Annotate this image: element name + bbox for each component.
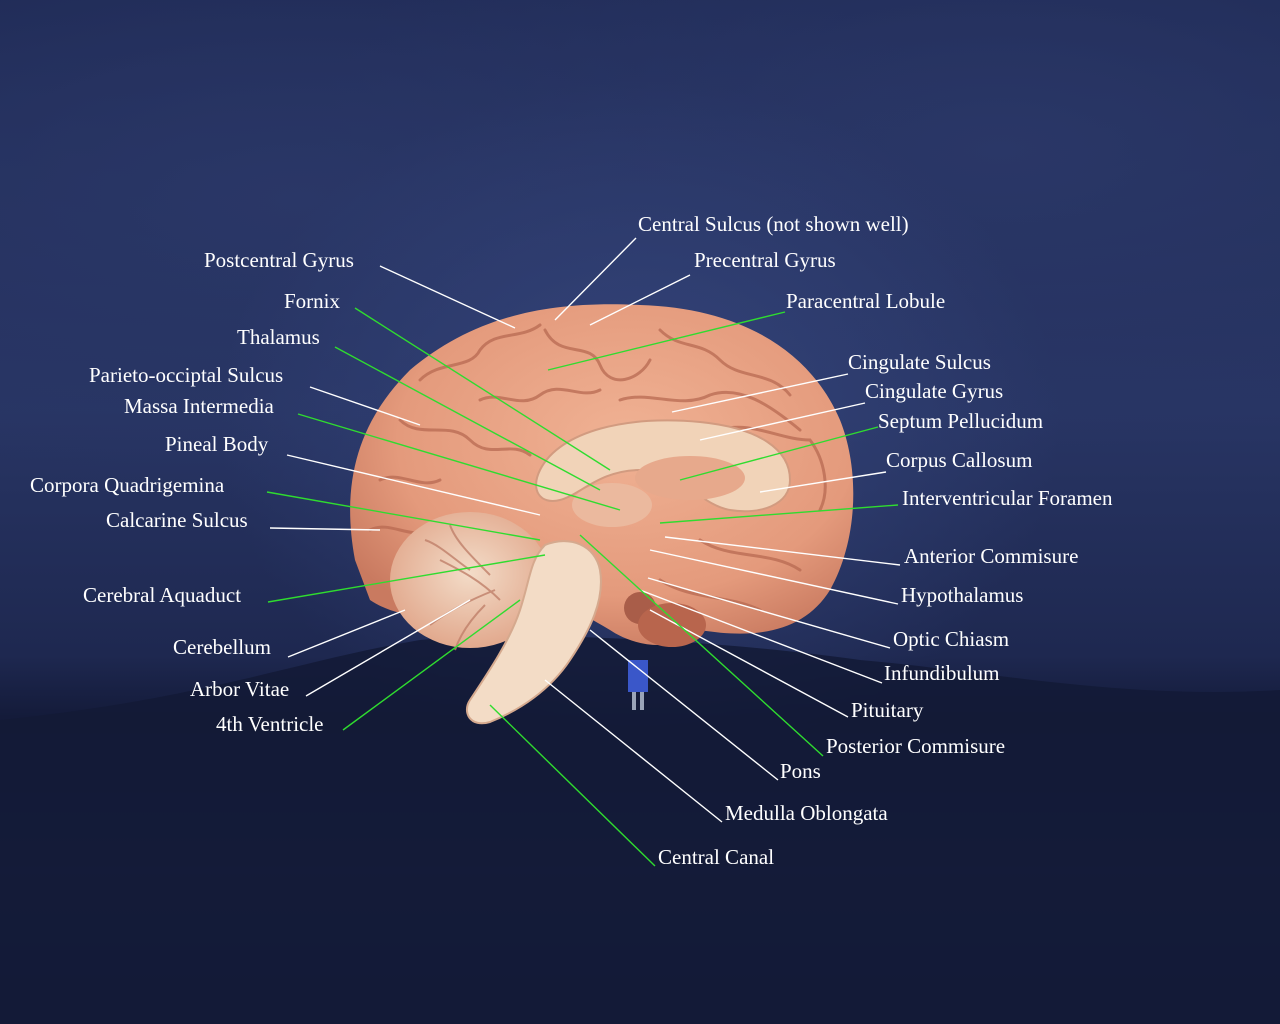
label-precentral-gyrus: Precentral Gyrus	[694, 248, 836, 272]
model-stand	[628, 660, 648, 692]
leader-4th-ventricle	[342, 599, 521, 731]
label-septum-pellucidum: Septum Pellucidum	[878, 409, 1044, 433]
leader-calcarine-sulcus	[269, 527, 381, 531]
leader-anterior-commisure	[664, 536, 901, 566]
cerebellum-shape	[390, 512, 550, 648]
table-drape	[0, 636, 1280, 1024]
leader-cerebellum	[287, 609, 406, 658]
leader-fornix	[354, 307, 611, 471]
label-pituitary: Pituitary	[851, 698, 924, 722]
leader-interventricular-foramen	[659, 504, 899, 524]
temporal-lobe-edge	[638, 603, 706, 647]
leader-central-canal	[489, 704, 656, 867]
leader-corpora-quadrigemina	[266, 491, 541, 541]
leader-medulla-oblongata	[544, 679, 723, 823]
leader-hypothalamus	[649, 549, 899, 605]
label-arbor-vitae: Arbor Vitae	[190, 677, 290, 701]
label-pons: Pons	[780, 759, 821, 783]
label-cingulate-sulcus: Cingulate Sulcus	[848, 350, 991, 374]
label-central-canal: Central Canal	[658, 845, 775, 869]
leader-central-sulcus	[554, 237, 637, 321]
label-central-sulcus: Central Sulcus (not shown well)	[638, 212, 909, 236]
label-medulla-oblongata: Medulla Oblongata	[725, 801, 888, 825]
label-corpora-quadrigemina: Corpora Quadrigemina	[30, 473, 225, 497]
label-infundibulum: Infundibulum	[884, 661, 1000, 685]
leader-corpus-callosum	[759, 471, 887, 493]
leader-massa-intermedia	[297, 413, 621, 511]
label-parieto-occipital-sulcus: Parieto-occiptal Sulcus	[89, 363, 284, 387]
label-optic-chiasm: Optic Chiasm	[893, 627, 1010, 651]
leader-cerebral-aquaduct	[267, 554, 546, 603]
leader-postcentral-gyrus	[379, 265, 516, 329]
leader-pineal-body	[286, 454, 541, 516]
leader-paracentral-lobule	[547, 311, 786, 371]
brainstem-shape	[465, 540, 602, 725]
leader-cingulate-sulcus	[671, 373, 849, 413]
label-cerebral-aquaduct: Cerebral Aquaduct	[83, 583, 242, 607]
label-massa-intermedia: Massa Intermedia	[124, 394, 274, 418]
label-calcarine-sulcus: Calcarine Sulcus	[106, 508, 248, 532]
label-fornix: Fornix	[284, 289, 341, 313]
leader-infundibulum	[639, 589, 883, 684]
leader-precentral-gyrus	[589, 274, 691, 326]
leader-parieto-occipital	[309, 386, 421, 426]
label-anterior-commisure: Anterior Commisure	[904, 544, 1079, 568]
label-4th-ventricle: 4th Ventricle	[216, 712, 324, 736]
leader-posterior-commisure	[579, 534, 824, 757]
label-posterior-commisure: Posterior Commisure	[826, 734, 1006, 758]
label-pineal-body: Pineal Body	[165, 432, 269, 456]
label-corpus-callosum: Corpus Callosum	[886, 448, 1033, 472]
label-cingulate-gyrus: Cingulate Gyrus	[865, 379, 1004, 403]
leader-cingulate-gyrus	[699, 402, 866, 441]
leader-septum-pellucidum	[679, 426, 879, 481]
leader-thalamus	[334, 346, 601, 491]
leader-arbor-vitae	[305, 599, 471, 697]
leader-optic-chiasm	[647, 577, 891, 649]
label-interventricular-foramen: Interventricular Foramen	[902, 486, 1113, 510]
label-hypothalamus: Hypothalamus	[901, 583, 1024, 607]
leader-pons	[589, 629, 779, 781]
thalamus-shape	[572, 483, 652, 527]
label-paracentral-lobule: Paracentral Lobule	[786, 289, 946, 313]
label-postcentral-gyrus: Postcentral Gyrus	[204, 248, 354, 272]
label-cerebellum: Cerebellum	[173, 635, 271, 659]
label-thalamus: Thalamus	[237, 325, 320, 349]
